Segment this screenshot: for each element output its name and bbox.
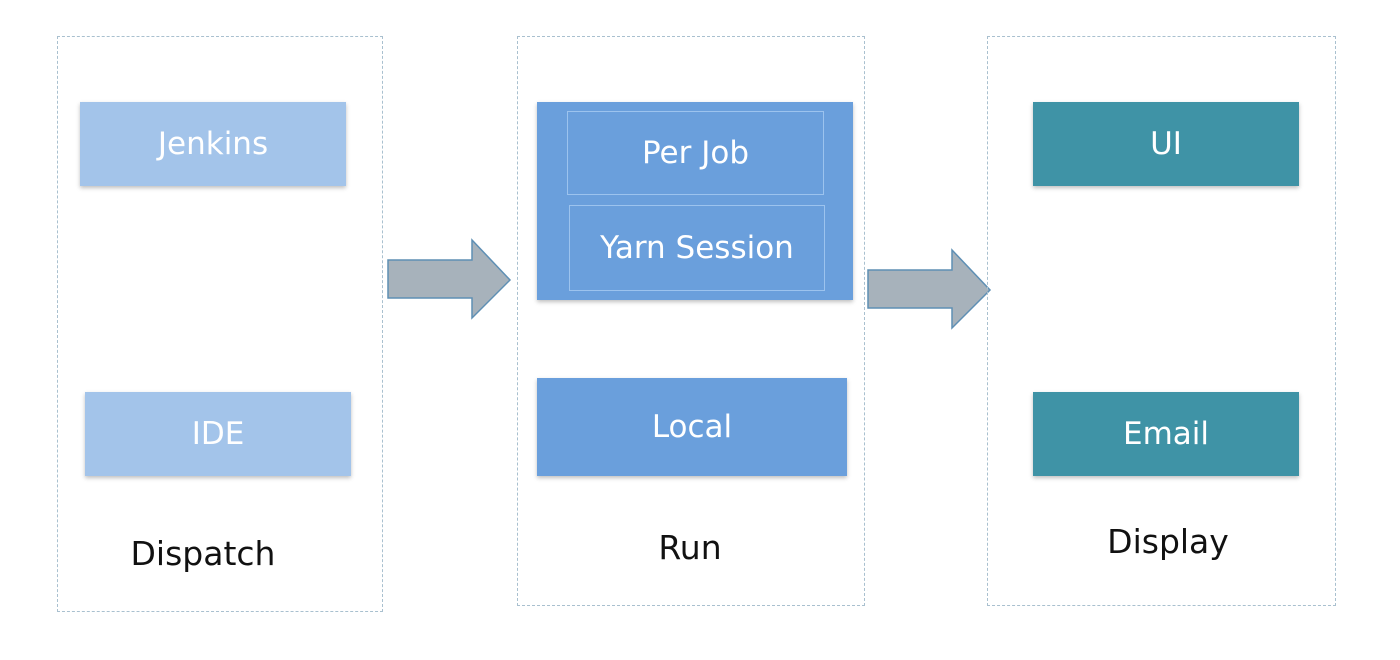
- arrow-right-icon: [867, 248, 992, 330]
- jenkins-label: Jenkins: [157, 126, 269, 162]
- arrow-right-icon: [387, 238, 512, 320]
- dispatch-panel: [57, 36, 383, 612]
- run-caption: Run: [658, 528, 722, 567]
- jenkins-box: Jenkins: [80, 102, 346, 186]
- ui-label: UI: [1150, 126, 1182, 162]
- local-label: Local: [651, 409, 733, 445]
- email-box: Email: [1033, 392, 1299, 476]
- cluster-mode-box: Per Job Yarn Session: [537, 102, 853, 300]
- email-label: Email: [1122, 416, 1209, 452]
- display-caption: Display: [1107, 522, 1229, 561]
- yarn-session-label: Yarn Session: [600, 230, 794, 266]
- display-panel: [987, 36, 1336, 606]
- ide-box: IDE: [85, 392, 351, 476]
- run-panel: [517, 36, 865, 606]
- yarn-session-box: Yarn Session: [569, 205, 825, 291]
- ui-box: UI: [1033, 102, 1299, 186]
- ide-label: IDE: [191, 416, 245, 452]
- per-job-label: Per Job: [641, 135, 750, 171]
- dispatch-caption: Dispatch: [130, 534, 276, 573]
- local-box: Local: [537, 378, 847, 476]
- per-job-box: Per Job: [567, 111, 824, 195]
